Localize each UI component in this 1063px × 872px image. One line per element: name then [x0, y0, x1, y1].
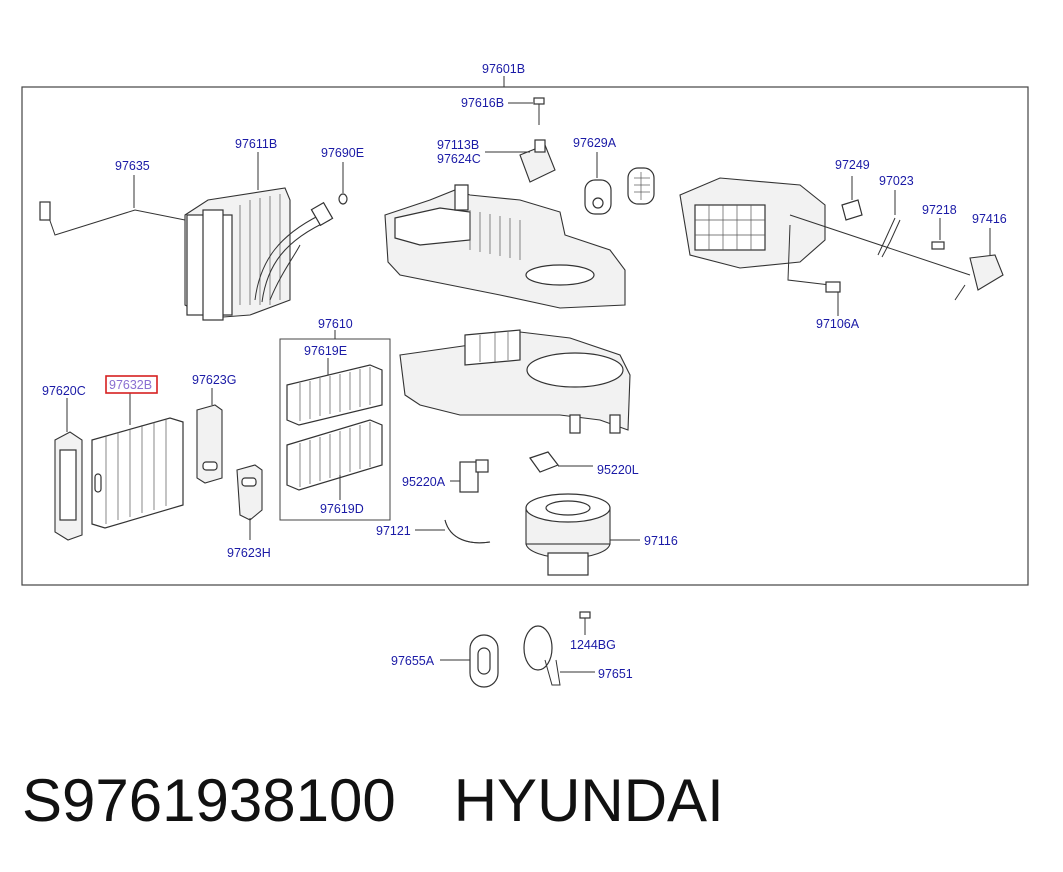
filter-highlight: [91, 393, 184, 529]
label-assist-link[interactable]: 97249: [835, 158, 870, 172]
upper-case: [384, 184, 626, 309]
seal-part: [440, 634, 499, 688]
resistor-l: [529, 451, 593, 473]
lower-case: [399, 329, 631, 434]
sensor-part: [39, 175, 186, 236]
screw-right: [931, 218, 945, 250]
label-actuator-b[interactable]: 97624C: [437, 152, 481, 166]
highlight-box: [105, 375, 158, 394]
label-filter-lower[interactable]: 97619D: [320, 502, 364, 516]
label-sensor[interactable]: 97635: [115, 159, 150, 173]
label-resistor-l[interactable]: 95220L: [597, 463, 639, 477]
label-actuator-right[interactable]: 97416: [972, 212, 1007, 226]
label-guide-h[interactable]: 97623H: [227, 546, 271, 560]
label-cover-left[interactable]: 97620C: [42, 384, 86, 398]
blower-motor: [525, 493, 640, 576]
part-number: S9761938100: [22, 766, 396, 834]
duct-part: [523, 625, 595, 686]
resistor-a: [450, 459, 489, 493]
parts-diagram: 97601B 97616B 97113B 97624C 97629A 97611…: [21, 62, 1029, 688]
guide-h: [236, 464, 263, 540]
label-filter-upper[interactable]: 97619E: [304, 344, 347, 358]
label-oring[interactable]: 97690E: [321, 146, 364, 160]
label-screw-right[interactable]: 97218: [922, 203, 957, 217]
filter-lower: [286, 419, 383, 500]
cover-left: [54, 398, 83, 541]
label-blower-motor[interactable]: 97116: [644, 534, 678, 548]
label-screw-top[interactable]: 97616B: [461, 96, 504, 110]
label-bolt[interactable]: 1244BG: [570, 638, 616, 652]
brand-name: HYUNDAI: [453, 766, 724, 834]
label-actuator-a[interactable]: 97113B: [437, 138, 479, 152]
clip-part: [825, 281, 841, 316]
label-clip[interactable]: 97106A: [816, 317, 860, 331]
actuator-center: [485, 139, 556, 183]
evaporator-core: [184, 187, 334, 321]
label-resistor[interactable]: 95220A: [402, 475, 446, 489]
label-filter-highlight[interactable]: 97632B: [109, 378, 152, 392]
label-seal[interactable]: 97655A: [391, 654, 435, 668]
screw-top: [508, 97, 545, 125]
caption-bar: S9761938100 HYUNDAI: [22, 760, 724, 840]
label-grommet-a[interactable]: 97629A: [573, 136, 617, 150]
actuator-right: [954, 228, 1004, 301]
lever-part: [877, 190, 901, 258]
label-evaporator[interactable]: 97611B: [235, 137, 277, 151]
hose-part: [415, 519, 491, 544]
label-assembly[interactable]: 97601B: [482, 62, 525, 76]
intake-unit: [679, 177, 971, 286]
filter-upper: [286, 358, 383, 426]
label-lever[interactable]: 97023: [879, 174, 914, 188]
bolt-part: [579, 611, 591, 635]
label-duct[interactable]: 97651: [598, 667, 633, 681]
label-guide-g[interactable]: 97623G: [192, 373, 236, 387]
label-case[interactable]: 97610: [318, 317, 353, 331]
assist-link: [841, 176, 863, 221]
grommet-a: [584, 152, 655, 215]
oring-part: [338, 193, 348, 205]
assembly-frame: [21, 86, 1029, 586]
guide-g: [196, 388, 223, 484]
label-hose[interactable]: 97121: [376, 524, 411, 538]
